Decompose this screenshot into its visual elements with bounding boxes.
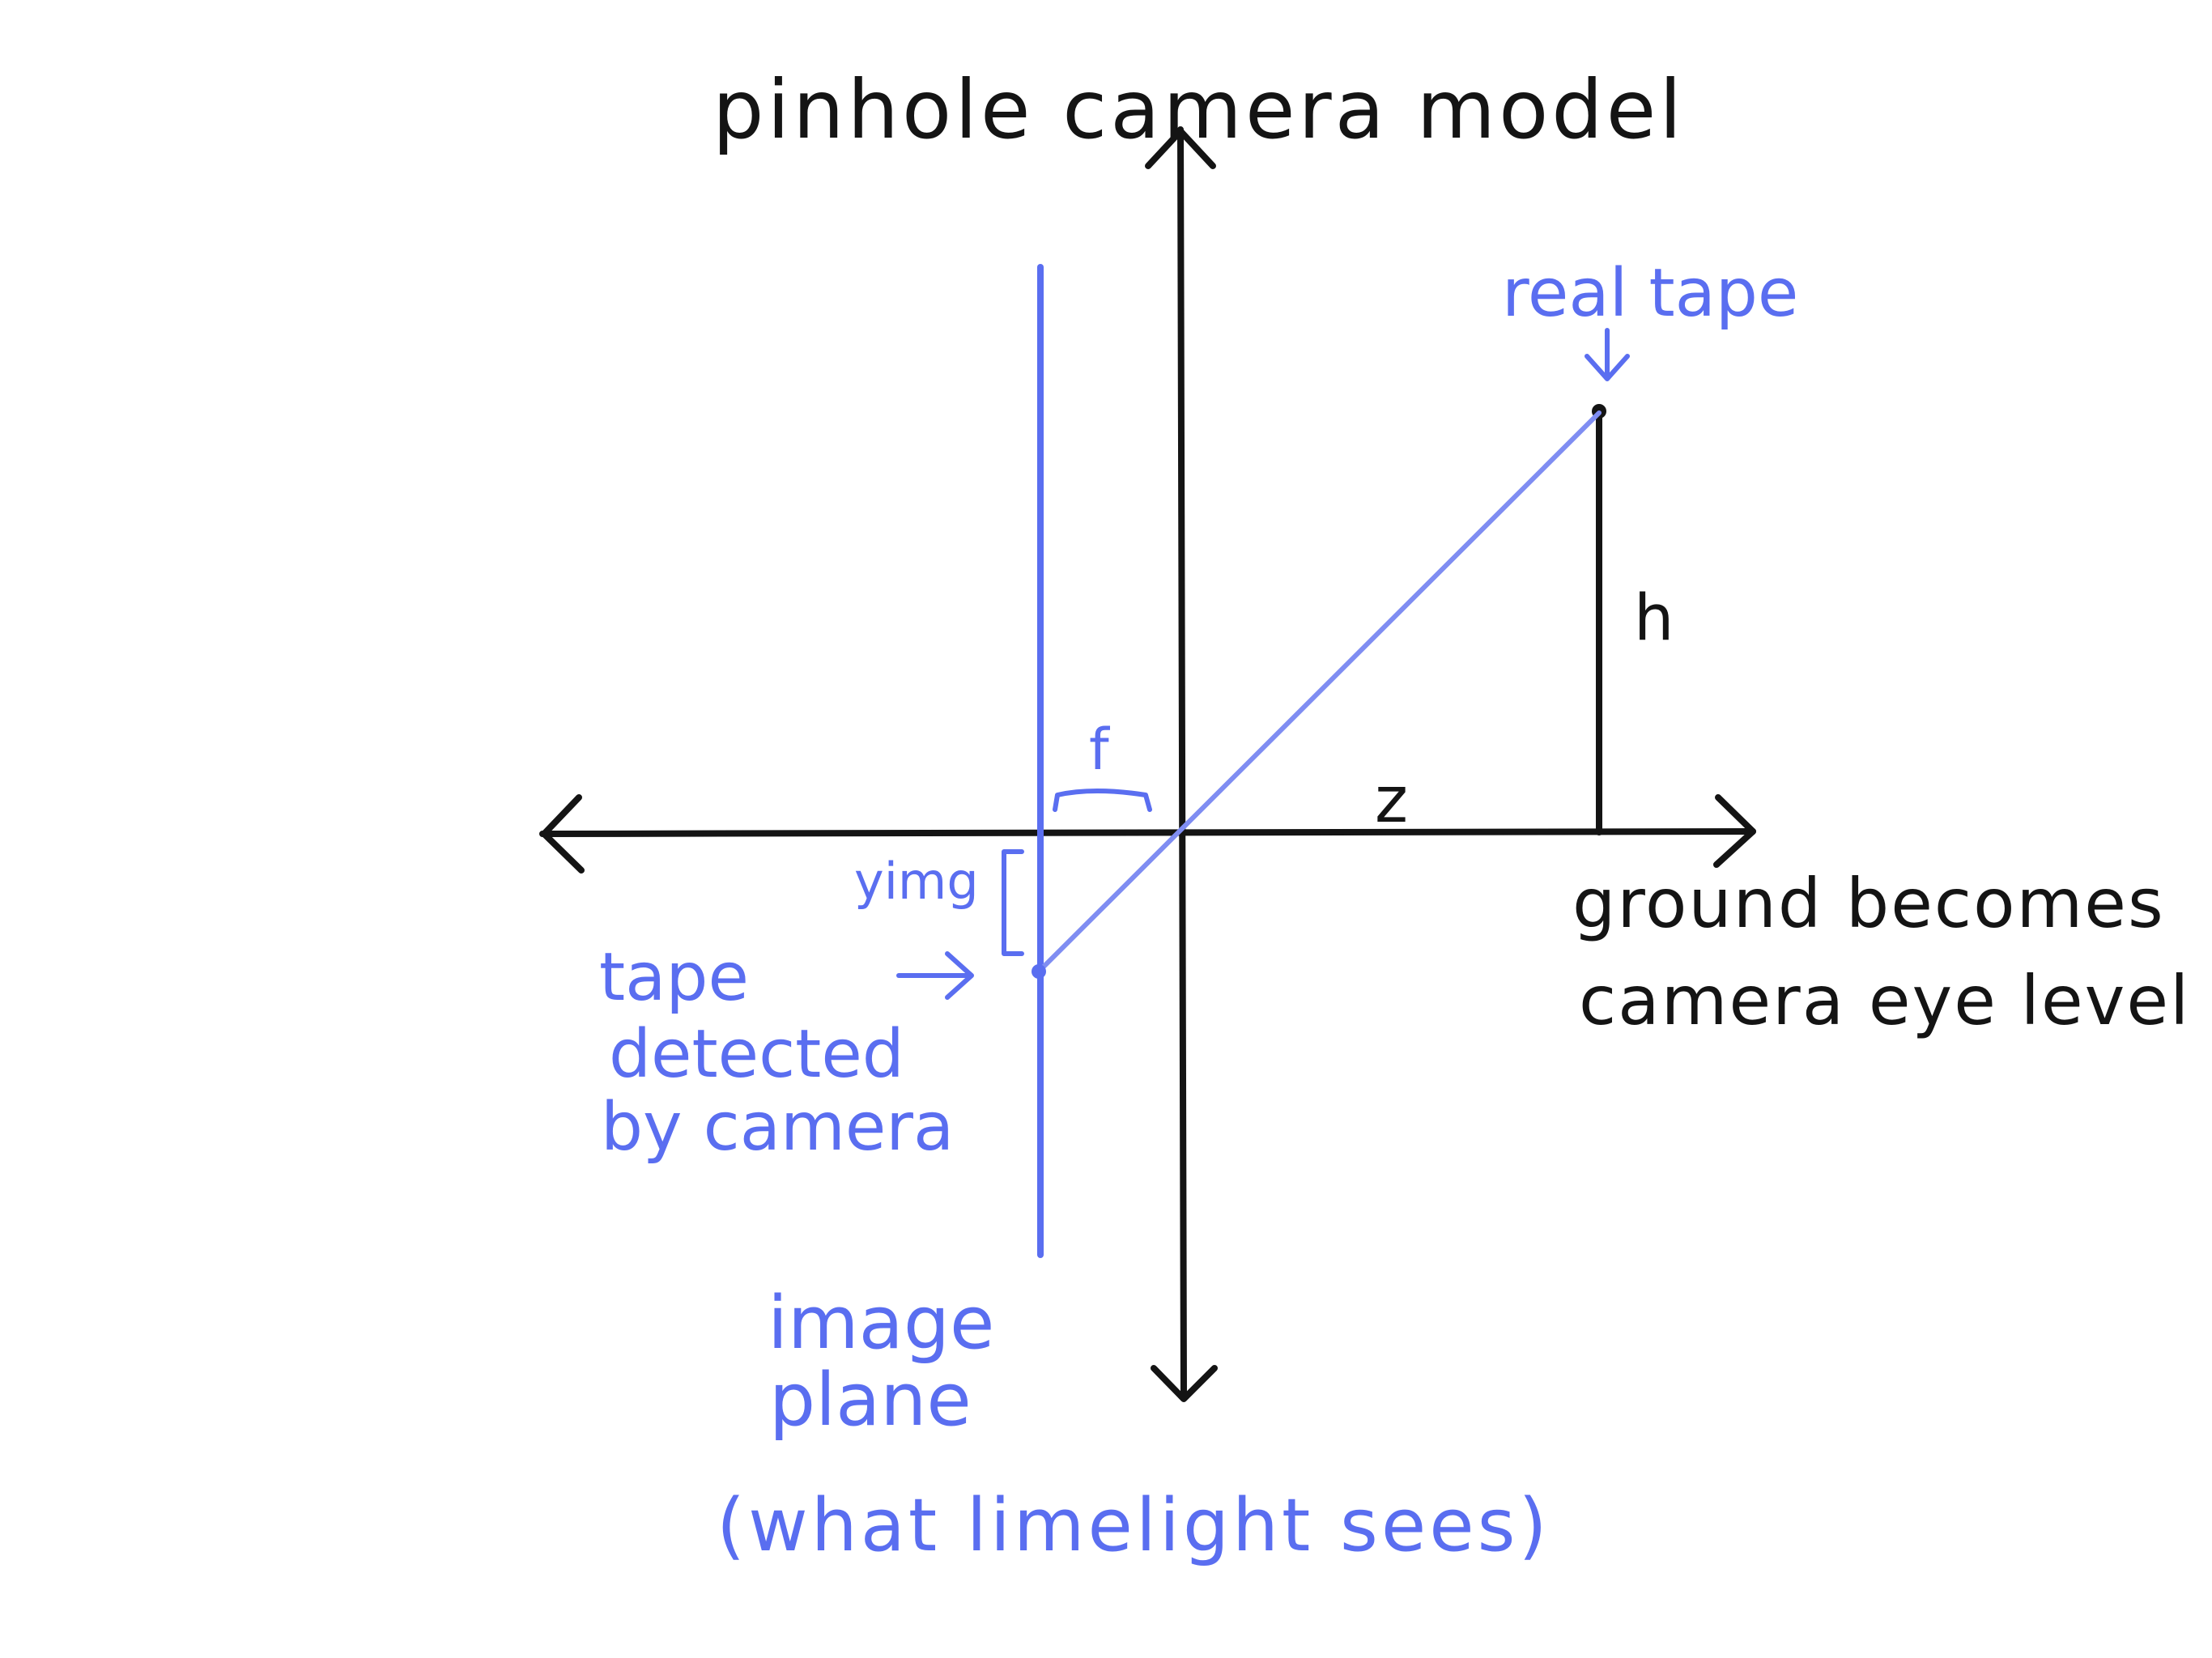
vertical-axis xyxy=(1145,126,1218,1402)
detected-tape-arrow xyxy=(896,951,974,1000)
what-limelight-sees-label: (what limelight sees) xyxy=(717,1483,1551,1568)
detected-tape-point xyxy=(1032,964,1046,979)
distance-label: z xyxy=(1375,764,1408,837)
real-tape-arrow xyxy=(1585,328,1630,381)
focal-length-label: f xyxy=(1089,716,1110,783)
horizontal-axis-arrow-left xyxy=(541,794,585,874)
projection-ray xyxy=(1036,410,1602,974)
horizontal-axis xyxy=(539,794,1756,874)
yimg-label: yimg xyxy=(854,852,979,911)
diagram-title: pinhole camera model xyxy=(713,62,1685,157)
focal-length-bracket xyxy=(1053,789,1152,812)
ground-label-line-2: camera eye level xyxy=(1579,961,2190,1040)
height-label: h xyxy=(1634,582,1674,655)
ground-label-line-1: ground becomes xyxy=(1572,864,2165,943)
tape-detected-line-2: detected xyxy=(609,1016,904,1093)
real-tape-label: real tape xyxy=(1502,255,1798,332)
image-plane-label-line-2: plane xyxy=(769,1358,972,1443)
tape-detected-line-1: tape xyxy=(599,939,749,1016)
horizontal-axis-arrow-right xyxy=(1713,794,1756,868)
yimg-bracket xyxy=(1002,849,1024,956)
vertical-axis-arrow-down xyxy=(1151,1365,1218,1402)
vertical-axis-arrow-up xyxy=(1145,128,1216,169)
image-plane-label-line-1: image xyxy=(768,1281,994,1366)
tape-detected-line-3: by camera xyxy=(601,1089,954,1166)
